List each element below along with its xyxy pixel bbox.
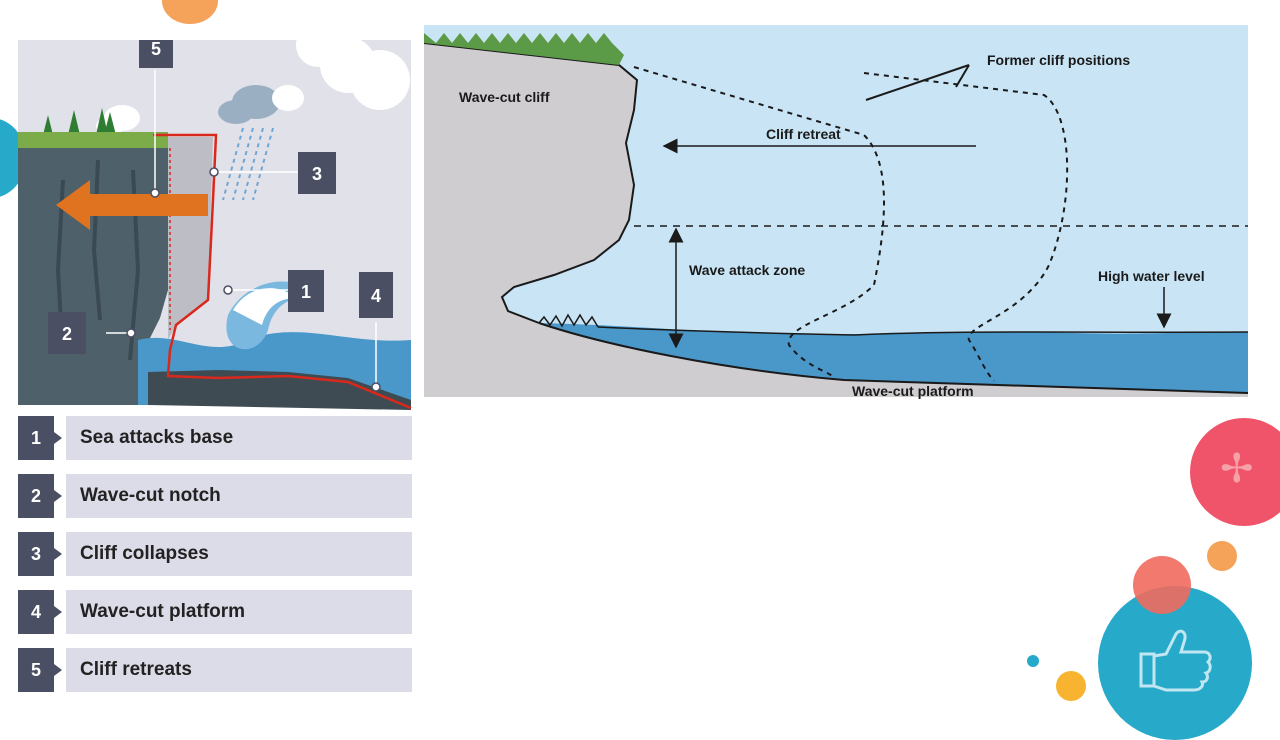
cliff-face-outline [424,42,639,324]
legend-item-1: 1 Sea attacks base [18,416,412,460]
cliff-retreat-diagram: Former cliff positions Wave-cut cliff Cl… [424,25,1248,399]
marker-5-text: 5 [151,40,161,59]
label-wave-cut-platform: Wave-cut platform [852,383,974,399]
marker-1: 1 [288,270,324,312]
legend-item-5: 5 Cliff retreats [18,648,412,692]
wave-cut-platform-rocks [148,370,411,410]
decor-circle-yellow [1056,671,1086,701]
erosion-outline [153,133,412,410]
legend-label: Cliff retreats [66,648,412,692]
decor-circle-teal-dot [1027,655,1039,667]
cliff-erosion-diagram: 5 3 1 2 4 [18,40,412,410]
marker-4-text: 4 [371,286,381,306]
platform-outline [538,322,1248,394]
marker-4: 4 [359,272,393,318]
label-high-water-level: High water level [1098,268,1205,284]
decor-circle-pink: ✢ [1190,418,1280,526]
cliff-grass [18,132,168,148]
right-grass [424,33,624,65]
legend-number: 5 [18,648,62,692]
marker-5: 5 [139,40,173,68]
decor-circle-orange-top [162,0,218,24]
legend-number: 3 [18,532,62,576]
legend-item-4: 4 Wave-cut platform [18,590,412,634]
rain-cloud-icon [218,85,304,201]
trees [43,108,116,135]
legend-label: Wave-cut platform [66,590,412,634]
legend-label: Sea attacks base [66,416,412,460]
right-cliff [424,43,1248,397]
wave-foam [233,288,296,325]
legend-number: 1 [18,416,62,460]
collapsing-block [168,137,213,340]
right-sea [539,323,1248,393]
former-cliff-line-2 [863,72,1069,382]
legend-number: 2 [18,474,62,518]
former-cliff-line-1 [633,66,885,378]
marker-3-text: 3 [312,164,322,184]
legend-item-3: 3 Cliff collapses [18,532,412,576]
legend-label: Cliff collapses [66,532,412,576]
label-wave-cut-cliff: Wave-cut cliff [459,89,550,105]
marker-3: 3 [298,152,336,194]
puzzle-icon: ✢ [1220,447,1254,491]
cloud-icon [296,40,410,110]
label-cliff-retreat: Cliff retreat [766,126,841,142]
marker-2: 2 [48,312,86,354]
label-wave-attack-zone: Wave attack zone [689,262,805,278]
marker-2-text: 2 [62,324,72,344]
decor-circle-blue [1098,586,1252,740]
legend-item-2: 2 Wave-cut notch [18,474,412,518]
cliff-retreat-arrow [56,180,208,230]
legend-number: 4 [18,590,62,634]
thumbs-up-icon [1139,629,1212,692]
decor-circle-orange-small [1207,541,1237,571]
platform-rocks [538,313,599,328]
label-former-cliff-positions: Former cliff positions [987,52,1130,68]
legend-label: Wave-cut notch [66,474,412,518]
decor-circle-salmon [1133,556,1191,614]
marker-1-text: 1 [301,282,311,302]
